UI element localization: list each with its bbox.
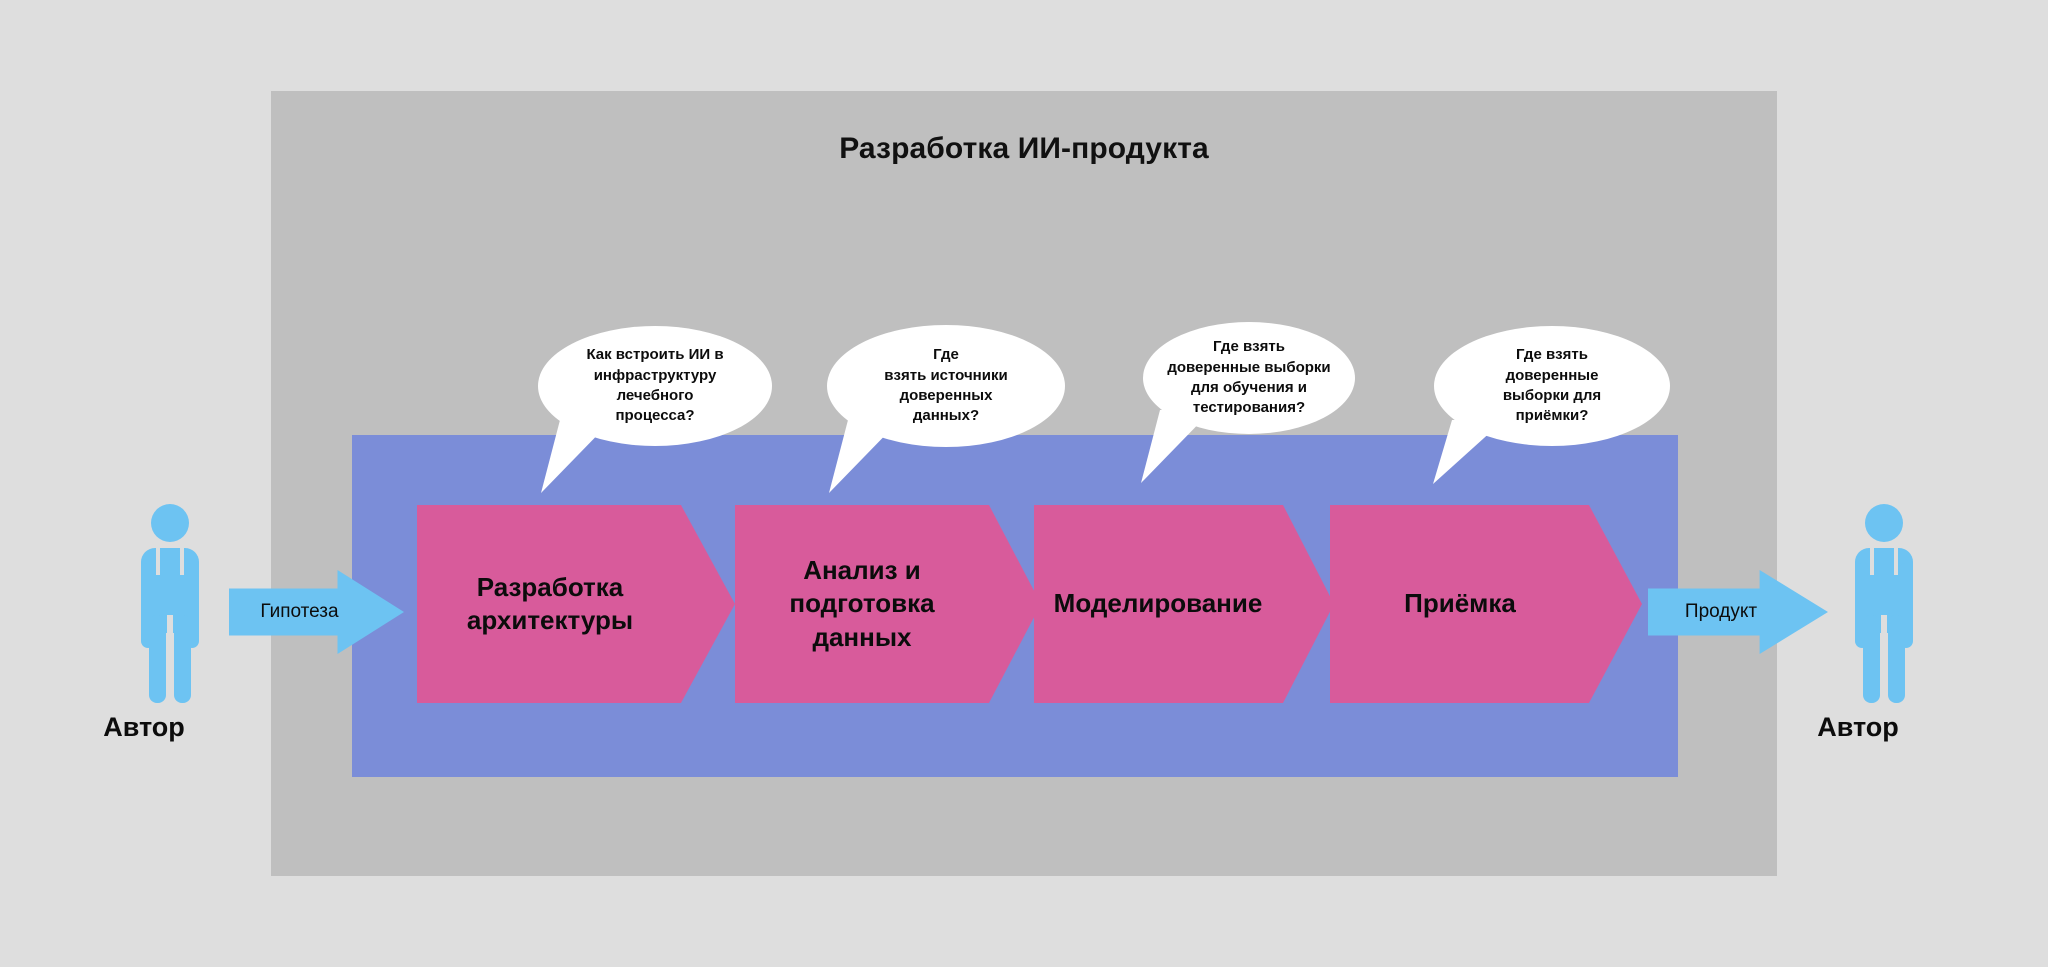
actor-right <box>1848 503 1920 703</box>
process-step-4-label: Приёмка <box>1404 588 1516 619</box>
speech-bubble-2-oval: Где взять источники доверенных данных? <box>827 325 1065 447</box>
speech-bubble-4-oval: Где взять доверенные выборки для приёмки… <box>1434 326 1670 446</box>
person-icon <box>1855 504 1913 703</box>
process-step-1: Разработка архитектуры <box>417 505 735 703</box>
speech-bubble-3-text: Где взять доверенные выборки для обучени… <box>1167 338 1331 417</box>
actor-left <box>134 503 206 703</box>
process-step-2: Анализ и подготовка данных <box>735 505 1041 703</box>
speech-bubble-3-oval: Где взять доверенные выборки для обучени… <box>1143 322 1355 434</box>
speech-bubble-4-text: Где взять доверенные выборки для приёмки… <box>1502 346 1602 425</box>
process-step-3-label: Моделирование <box>1053 588 1263 619</box>
process-step-1-label: Разработка архитектуры <box>466 571 634 635</box>
output-arrow-label: Продукт <box>1684 601 1758 622</box>
process-step-4: Приёмка <box>1330 505 1642 703</box>
speech-bubble-1-oval: Как встроить ИИ в инфраструктуру лечебно… <box>538 326 772 446</box>
actor-left-label: Автор <box>103 712 185 742</box>
process-step-3: Моделирование <box>1034 505 1334 703</box>
speech-bubble-2-text: Где взять источники доверенных данных? <box>884 346 1008 425</box>
speech-bubble-1-text: Как встроить ИИ в инфраструктуру лечебно… <box>586 346 724 425</box>
actor-right-label: Автор <box>1817 712 1899 742</box>
process-step-2-label: Анализ и подготовка данных <box>789 555 935 652</box>
page-title: Разработка ИИ-продукта <box>839 132 1209 165</box>
person-icon <box>141 504 199 703</box>
input-arrow-label: Гипотеза <box>260 601 339 622</box>
